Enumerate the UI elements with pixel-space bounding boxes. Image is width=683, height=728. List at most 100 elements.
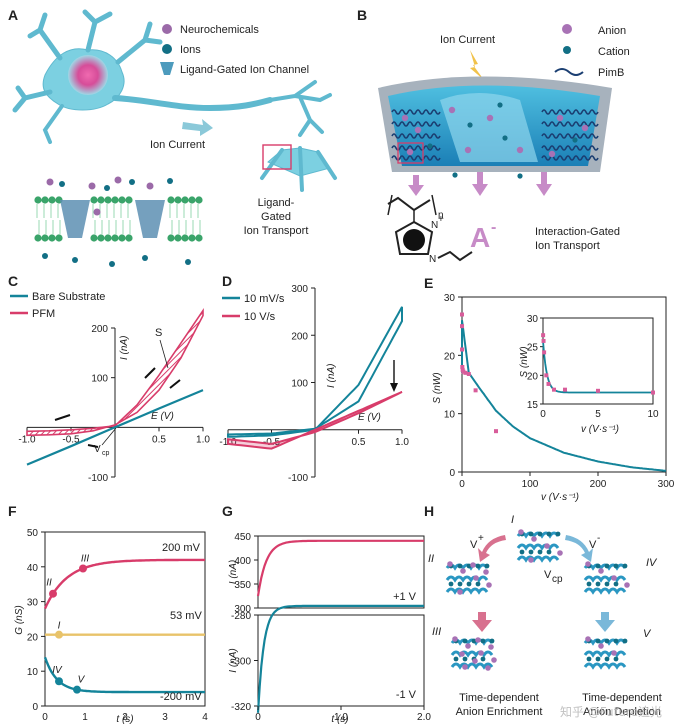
lipid-head-top [90, 196, 98, 204]
x-tick-label: -0.5 [263, 437, 281, 448]
legend-bare-substrate: Bare Substrate [32, 291, 105, 303]
top-y-tick-label: 450 [234, 532, 251, 543]
h-cation-dot [604, 563, 610, 569]
lipid-head-top [48, 196, 56, 204]
h-cation-dot [595, 638, 601, 644]
cation-dot [497, 102, 503, 108]
polymer-structure: n N N + [387, 194, 473, 265]
h-cation-dot [604, 638, 610, 644]
annotation-vcp-leader [101, 427, 117, 446]
panel-b-label: B [357, 7, 367, 23]
legend-ions: Ions [180, 44, 201, 56]
x-axis-label: t (s) [331, 714, 348, 725]
ion-current-arrow-icon [182, 119, 213, 136]
anion-dot [548, 150, 556, 158]
enrich-label-line2: Anion Enrichment [456, 706, 543, 718]
marker-label-II: II [46, 578, 52, 589]
cation-icon [563, 46, 571, 54]
h-cation-dot [537, 549, 543, 555]
h-cation-dot [471, 638, 477, 644]
inset-y-tick-label: 25 [527, 343, 539, 354]
lipid-head-top [118, 196, 126, 204]
h-anion-dot [483, 569, 489, 575]
state-iii-label: III [432, 626, 441, 638]
transport-label-b-line1: Interaction-Gated [535, 226, 620, 238]
x-tick-label: 1.0 [334, 712, 348, 723]
inset-data-point [541, 333, 546, 338]
h-tile-4 [583, 636, 628, 670]
bottom-y-tick-label: -300 [231, 657, 251, 668]
inset-data-point [541, 338, 546, 343]
h-anion-dot [598, 643, 604, 649]
y-tick-label: 30 [27, 598, 39, 609]
arrow-vminus-icon [565, 535, 593, 562]
state-i-label: I [511, 514, 514, 526]
x-tick-label: 300 [658, 479, 675, 490]
v-plus-label: V [470, 539, 478, 551]
panel-e-label: E [424, 275, 433, 291]
h-cation-dot [622, 638, 628, 644]
legend-anion: Anion [598, 25, 626, 37]
lipid-head-top [125, 196, 133, 204]
bottom-y-tick-label: -280 [231, 611, 251, 622]
inset-data-point [563, 387, 567, 392]
arrows-b [408, 172, 552, 196]
annotation-vcp: V [94, 444, 101, 455]
top-label: +1 V [393, 591, 417, 603]
inset-data-point [552, 387, 556, 392]
lipid-head-top [34, 196, 42, 204]
lipid-head-bottom [181, 234, 189, 242]
v-minus-sup: - [597, 533, 600, 544]
data-point [473, 388, 478, 393]
h-cation-dot [528, 549, 534, 555]
h-polymer-chain [445, 575, 489, 583]
direction-arrow [87, 444, 99, 448]
h-polymer-chain [516, 555, 560, 563]
fit-curve [461, 320, 667, 472]
data-point [460, 324, 465, 329]
transport-label-b-line2: Ion Transport [535, 240, 600, 252]
x-tick-label: 0.5 [152, 434, 166, 445]
h-anion-dot [611, 650, 617, 656]
h-polymer-chain [583, 650, 627, 658]
marker-V [73, 685, 81, 694]
h-anion-dot [475, 637, 481, 643]
arrow-down-head [390, 383, 398, 392]
cation-dot [427, 143, 433, 149]
panel-a-label: A [8, 7, 18, 23]
marker-IV [55, 677, 63, 686]
h-cation-dot [475, 581, 481, 587]
lipid-head-top [174, 196, 182, 204]
panel-g-label: G [222, 503, 233, 519]
legend-neurochemicals: Neurochemicals [180, 24, 259, 36]
h-cation-dot [613, 656, 619, 662]
lipid-head-bottom [104, 234, 112, 242]
h-anion-dot [485, 665, 491, 671]
h-cation-dot [622, 563, 628, 569]
inset-x-tick-label: 5 [595, 409, 601, 420]
y-tick-label: -100 [88, 473, 108, 484]
x-tick-label: 0.5 [352, 437, 366, 448]
inset-data-point [542, 350, 547, 355]
lipid-head-bottom [174, 234, 182, 242]
zoom-box [262, 144, 292, 170]
inset-y-tick-label: 15 [527, 400, 539, 411]
direction-arrow [144, 367, 156, 379]
h-cation-dot [519, 549, 525, 555]
h-cation-dot [448, 581, 454, 587]
marker-label-III: III [81, 554, 90, 565]
y-tick-label: 200 [91, 324, 108, 335]
pimb-wave [391, 155, 441, 161]
panel-h: H I II III IV V V + V - V cp Time-depend… [424, 503, 662, 719]
h-anion-dot [478, 650, 484, 656]
h-anion-dot [473, 575, 479, 581]
data-point [466, 372, 471, 376]
h-cation-dot [595, 581, 601, 587]
h-cation-dot [604, 656, 610, 662]
lipid-head-bottom [48, 234, 56, 242]
series-label-200mv: 200 mV [162, 542, 201, 554]
panel-d-label: D [222, 273, 232, 289]
